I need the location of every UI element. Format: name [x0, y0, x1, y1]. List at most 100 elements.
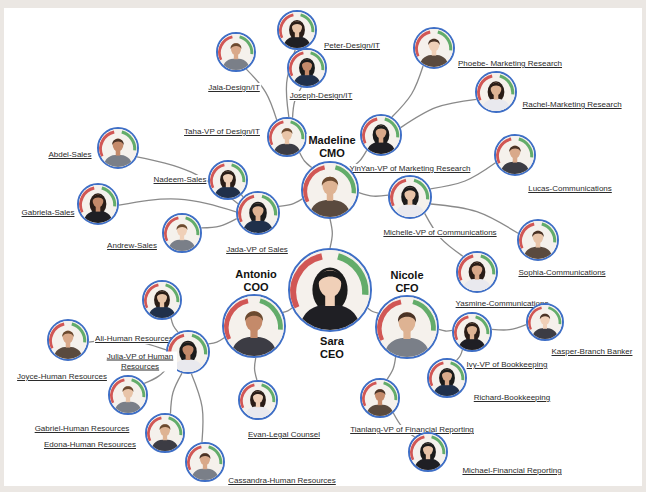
reporting-line	[208, 338, 224, 344]
name-label: Rachel-Marketing Research	[521, 93, 622, 111]
portrait-photo	[410, 434, 446, 470]
logo-arc-green	[209, 447, 221, 464]
member-portrait: Michael-Financial Reporting	[408, 432, 448, 472]
shoulders	[54, 347, 83, 359]
photo-ground	[289, 50, 325, 86]
photo-ground	[210, 162, 246, 198]
shoulders	[532, 328, 558, 339]
member-portrait: Tianlang-VP of Financial Reporting	[360, 378, 400, 418]
member-portrait: YinYan-VP of Marketing Research	[360, 114, 402, 156]
member-portrait: Jada-VP of Sales	[236, 191, 280, 235]
photo-ground	[454, 314, 490, 350]
member-portrait: Gabriela-Sales	[77, 183, 119, 225]
hair-top	[322, 177, 338, 186]
photo-ground	[410, 434, 446, 470]
hair-top	[123, 386, 134, 392]
photo-ground	[519, 221, 557, 259]
face	[322, 177, 337, 195]
hair-top	[253, 391, 264, 397]
face	[123, 386, 133, 398]
name-label: Andrew-Sales	[106, 234, 158, 252]
logo-arc-red	[148, 418, 161, 441]
face	[404, 187, 415, 201]
name-label: Cassandra-Human Resources	[227, 469, 337, 487]
member-portrait: Ivy-VP of Bookkeeping	[452, 312, 492, 352]
logo-arc-green	[335, 167, 353, 193]
face	[467, 323, 477, 335]
shoulders	[243, 220, 273, 233]
shoulders	[367, 142, 396, 154]
logo-arc-red	[529, 308, 541, 330]
shoulders	[273, 143, 300, 155]
person-name: Edona-Human Resources	[43, 440, 137, 450]
name-label: Jala-Design/IT	[207, 76, 261, 94]
hair-top	[423, 443, 434, 449]
shoulders	[463, 279, 492, 291]
name-label: NicoleCFO	[388, 269, 425, 295]
reporting-line	[246, 69, 276, 120]
member-portrait: Abdel-Sales	[97, 127, 139, 169]
portrait-photo	[528, 305, 562, 339]
logo-arc-red	[50, 324, 64, 348]
logo-arc-green	[384, 383, 396, 400]
logo-arc-green	[291, 122, 303, 139]
hair-back	[90, 193, 107, 214]
portrait-photo	[224, 296, 284, 356]
photo-ground	[477, 73, 515, 111]
person-name: Ivy-VP of Bookkeeping	[466, 360, 549, 370]
portrait-photo	[79, 185, 117, 223]
shoulders	[501, 162, 530, 174]
hair-back	[179, 341, 197, 363]
portrait-photo	[238, 193, 278, 233]
hair-top	[252, 203, 264, 210]
hair-back	[249, 202, 267, 224]
hair-top	[375, 126, 386, 132]
name-label: Gabriel-Human Resources	[34, 417, 131, 435]
portrait-photo	[269, 119, 305, 155]
logo-arc-red	[497, 139, 511, 163]
shoulders	[524, 247, 553, 259]
member-portrait: Cassandra-Human Resources	[185, 442, 225, 482]
photo-ground	[240, 382, 276, 418]
person-name: Joyce-Human Resources	[16, 372, 108, 382]
hair-back	[250, 390, 266, 410]
photo-ground	[429, 360, 465, 396]
shoulders	[148, 306, 175, 318]
hair-back	[154, 290, 170, 310]
logo-arc-red	[520, 224, 534, 248]
portrait-photo	[218, 34, 254, 70]
photo-ground	[362, 380, 398, 416]
shoulders	[458, 338, 485, 350]
name-label: Kasper-Branch Banker	[551, 340, 634, 358]
logo-arc-green	[132, 380, 144, 397]
logo-arc-green	[260, 301, 280, 330]
member-portrait: Peter-Design/IT	[277, 10, 317, 50]
person-name: Nicole	[388, 269, 425, 282]
portrait-photo	[99, 129, 137, 167]
photo-ground	[110, 377, 146, 413]
portrait-photo	[144, 282, 180, 318]
logo-arc-green	[186, 218, 198, 235]
person-name: Phoebe- Marketing Research	[457, 59, 563, 69]
shoulders	[420, 55, 449, 67]
member-portrait: Nadeem-Sales	[208, 160, 248, 200]
face	[510, 146, 521, 159]
portrait-photo	[429, 360, 465, 396]
member-portrait: Gabriel-Human Resources	[108, 375, 148, 415]
member-portrait: Jala-Design/IT	[216, 32, 256, 72]
person-name: Abdel-Sales	[47, 150, 92, 160]
photo-ground	[224, 296, 284, 356]
reporting-line	[330, 219, 332, 248]
name-label: Richard-Bookkeeping	[473, 386, 552, 404]
person-name: Jada-VP of Sales	[225, 245, 289, 255]
person-name: Madeline	[306, 134, 357, 147]
logo-arc-red	[111, 380, 124, 403]
portrait-photo	[49, 321, 87, 359]
name-label: Michael-Financial Reporting	[461, 459, 562, 477]
photo-ground	[377, 297, 437, 357]
face	[399, 312, 416, 332]
photo-ground	[49, 321, 87, 359]
face	[231, 43, 241, 55]
shoulders	[84, 211, 113, 223]
role-title: COO	[233, 281, 279, 294]
